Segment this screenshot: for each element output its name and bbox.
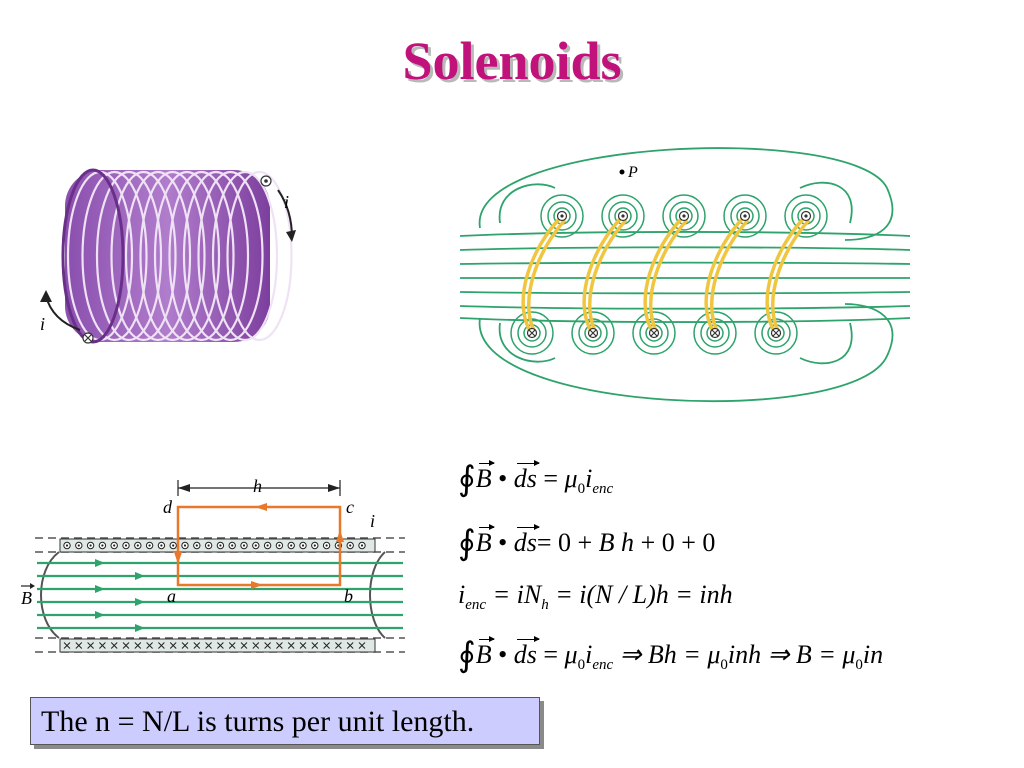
equation-2: ∮B • ds= 0 + B h + 0 + 0 (458, 524, 716, 562)
solenoid-field-lines-diagram: P (459, 147, 911, 403)
page-title: Solenoids (402, 31, 622, 91)
i-label: i (370, 511, 375, 531)
b-label: b (344, 586, 353, 606)
current-label-top: i (284, 192, 289, 212)
d-label: d (163, 497, 173, 517)
note-box: The n = N/L is turns per unit length. (30, 697, 540, 745)
amperian-loop-diagram: h d c a b i B (21, 476, 405, 653)
a-label: a (167, 586, 176, 606)
point-p-label: P (627, 164, 638, 181)
h-label: h (253, 476, 262, 496)
equation-4: ∮B • ds = μ0ienc ⇒ Bh = μ0inh ⇒ B = μ0in (458, 636, 884, 674)
c-label: c (346, 497, 354, 517)
b-field-label: B (21, 588, 32, 608)
equation-1: ∮B • ds = μ0ienc (458, 460, 614, 498)
solenoid-coil-illustration: i i (40, 168, 296, 344)
current-label-bottom: i (40, 314, 45, 334)
equation-3: ienc = iNh = i(N / L)h = inh (458, 580, 733, 614)
